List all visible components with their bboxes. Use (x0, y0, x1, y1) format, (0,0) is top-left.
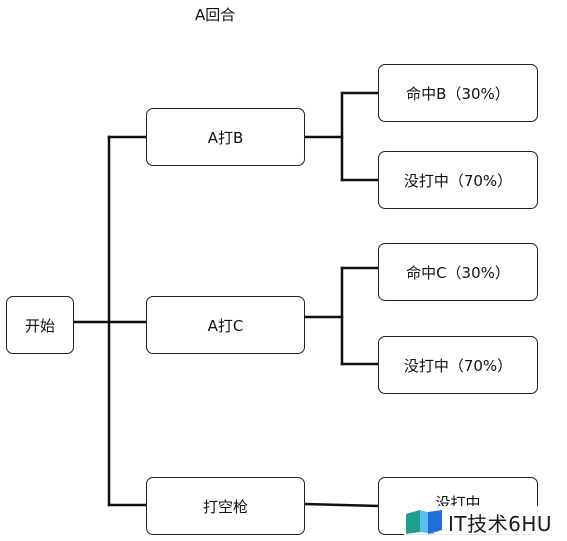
site-watermark: IT技术6HU (404, 506, 557, 538)
watermark-text: IT技术6HU (448, 511, 553, 536)
connector-action-3-out (303, 502, 380, 508)
logo-flag-icon (406, 510, 442, 534)
outcome-node-miss-c: 没打中（70%） (378, 336, 538, 394)
outcome-node-hit-c: 命中C（30%） (378, 243, 538, 301)
round-title: A回合 (195, 6, 236, 24)
action-node-miss-shot: 打空枪 (146, 477, 305, 535)
outcome-node-miss-b: 没打中（70%） (378, 151, 538, 209)
root-node-start: 开始 (6, 296, 74, 354)
action-node-a-hits-c: A打C (146, 296, 305, 354)
action-node-a-hits-b: A打B (146, 108, 305, 166)
outcome-node-hit-b: 命中B（30%） (378, 64, 538, 122)
